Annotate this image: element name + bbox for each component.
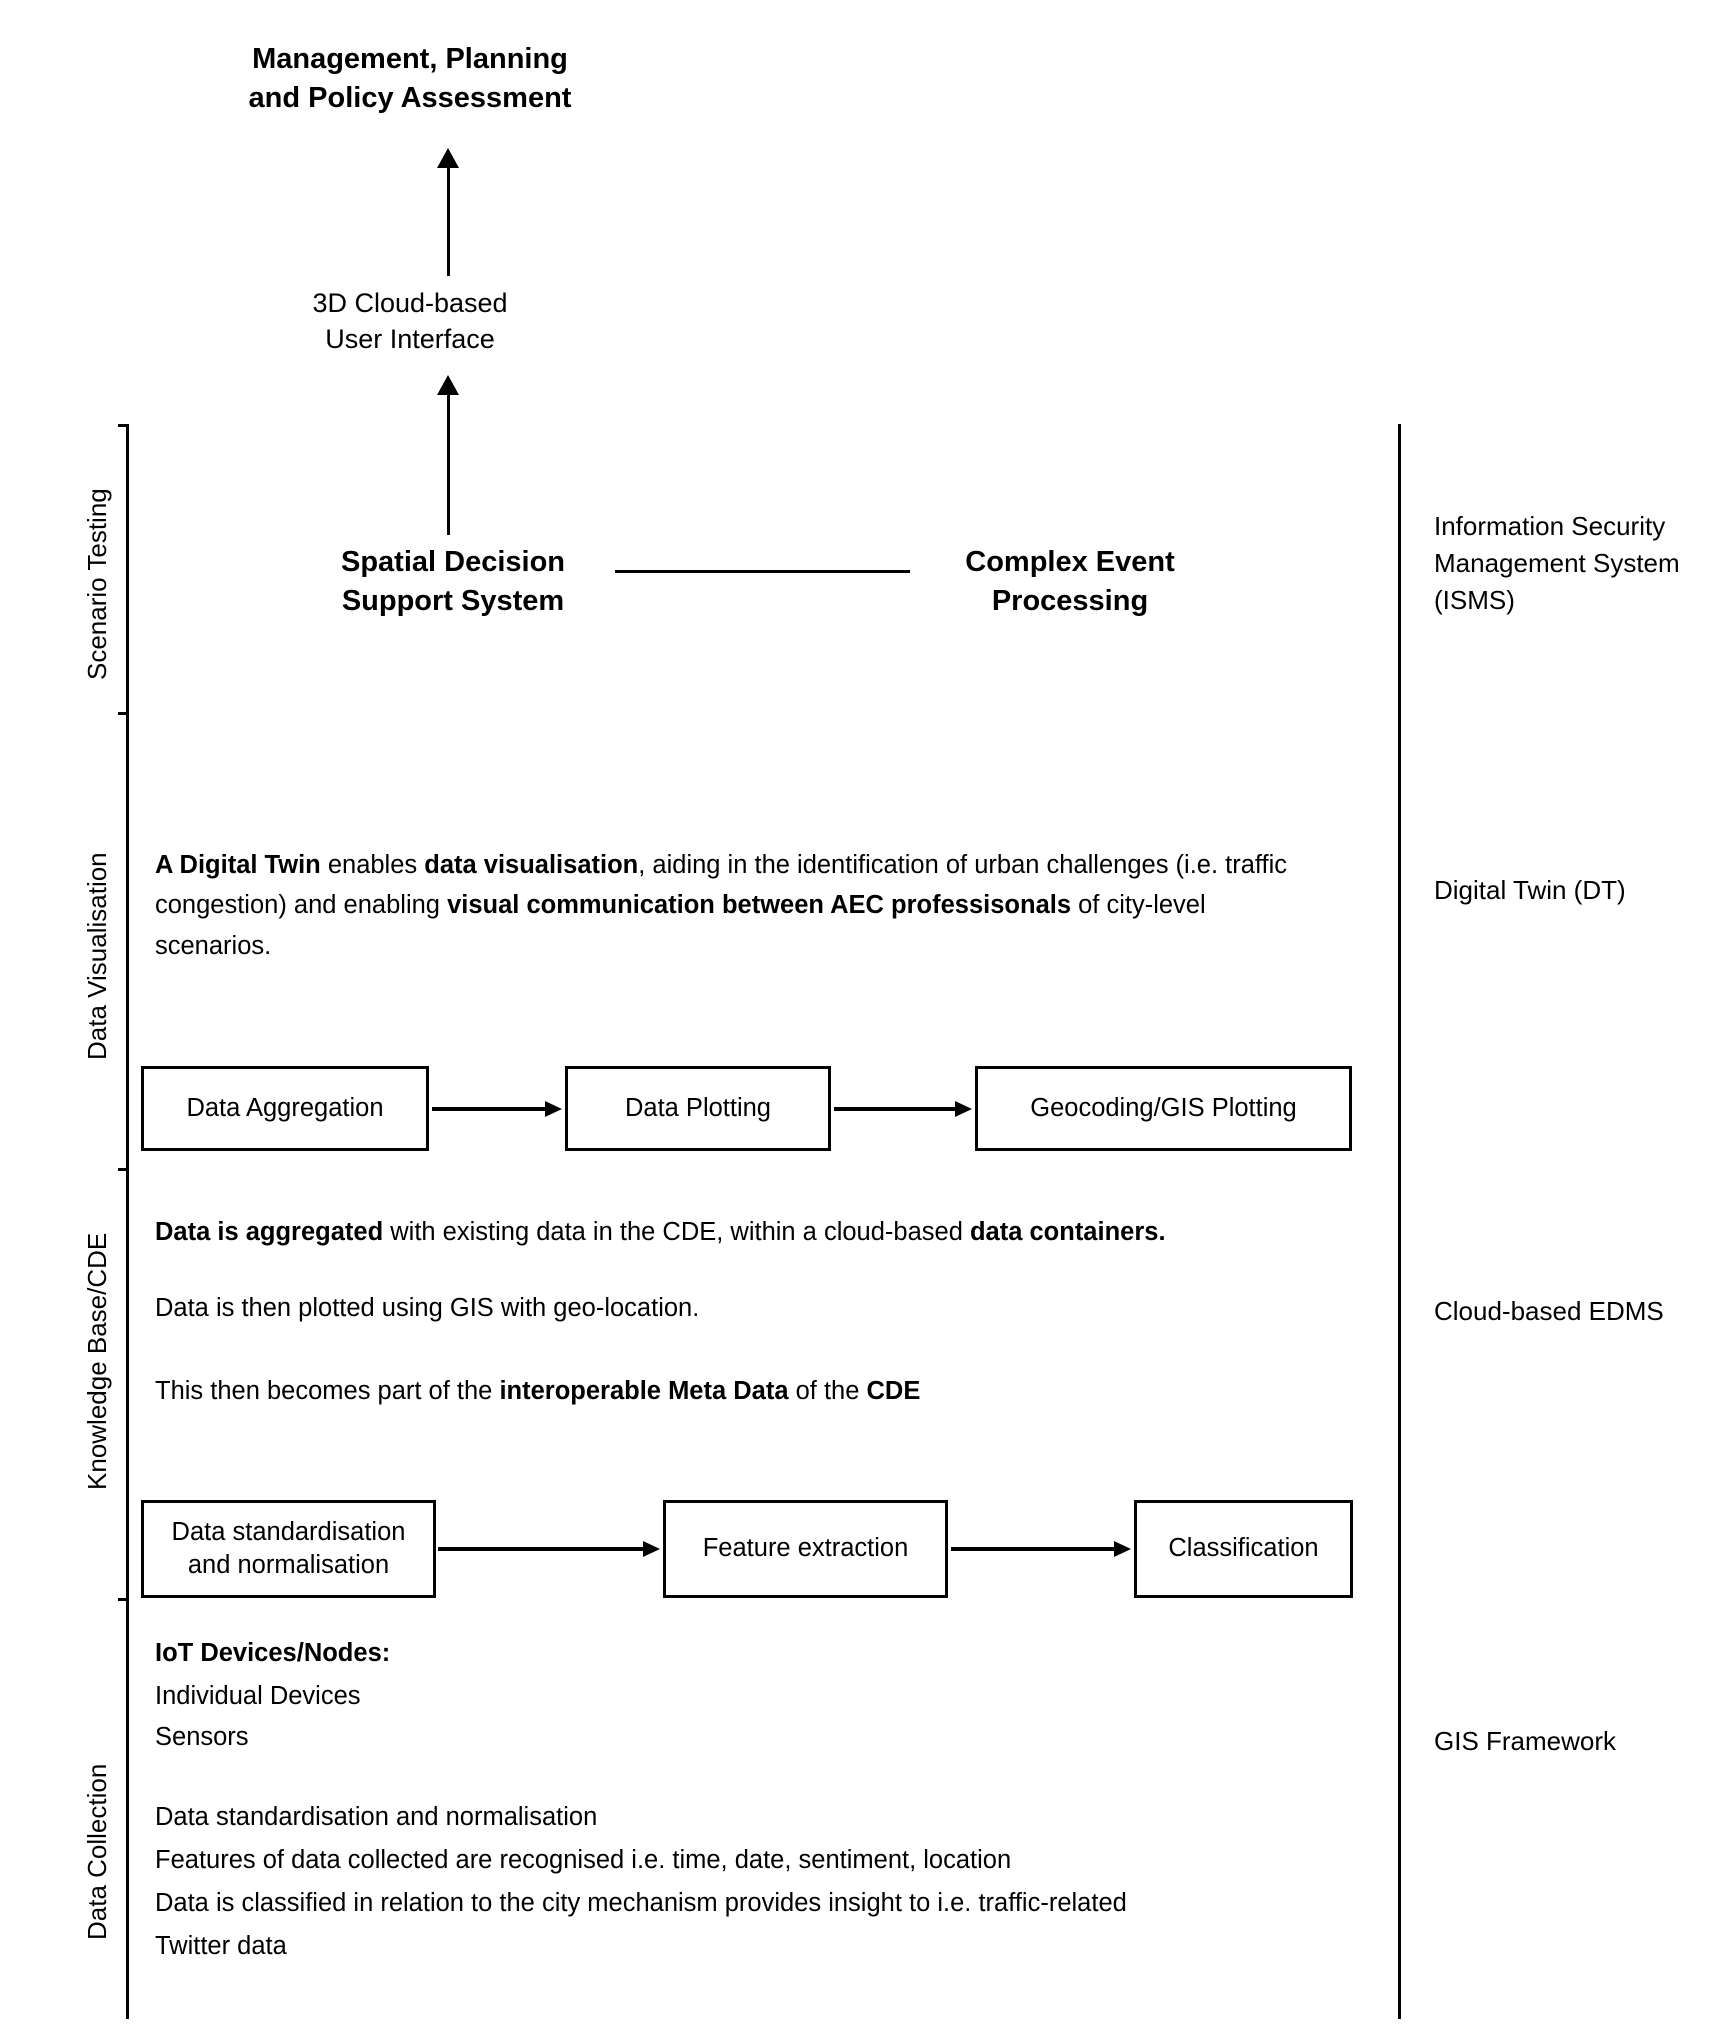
ui-layer-label-line-1: 3D Cloud-based bbox=[312, 288, 508, 318]
sidebar-item-data-visualisation: Data Visualisation bbox=[82, 852, 112, 1060]
arrow-shaft bbox=[447, 386, 450, 535]
right-label-isms-line-3: (ISMS) bbox=[1434, 584, 1515, 615]
right-label-digital-twin-line-1: Digital Twin (DT) bbox=[1434, 875, 1626, 905]
ui-layer-label-line-2: User Interface bbox=[325, 324, 495, 355]
process-box-label: Data Plotting bbox=[624, 1093, 771, 1122]
process-box-label: Classification bbox=[1168, 1534, 1319, 1563]
list-item-individual-devices: Individual Devices bbox=[155, 1682, 361, 1710]
stage-heading-cep-line-2: Processing bbox=[991, 584, 1149, 617]
page-title: Management, Planning and Policy Assessme… bbox=[200, 40, 620, 118]
paragraph-data-aggregated: Data is aggregated with existing data in… bbox=[155, 1218, 1166, 1246]
right-label-digital-twin: Digital Twin (DT) bbox=[1434, 872, 1728, 909]
arrow-head-icon bbox=[437, 375, 459, 395]
sidebar-item-knowledge-base: Knowledge Base/CDE bbox=[82, 1232, 112, 1490]
arrow-shaft bbox=[432, 1107, 551, 1111]
right-label-gis-framework: GIS Framework bbox=[1434, 1723, 1728, 1760]
connector-sdss-to-cep bbox=[615, 570, 910, 573]
arrow-plotting-to-geocoding bbox=[834, 1101, 972, 1117]
page-title-line-1: Management, Planning bbox=[252, 43, 568, 75]
arrow-feature-to-classification bbox=[951, 1541, 1131, 1557]
arrow-shaft bbox=[951, 1547, 1120, 1551]
paragraph-meta-data: This then becomes part of the interopera… bbox=[155, 1377, 921, 1405]
right-label-isms-line-1: Information Security bbox=[1434, 511, 1666, 541]
sidebar-item-data-collection: Data Collection bbox=[82, 1763, 112, 1940]
ui-layer-label: 3D Cloud-based User Interface bbox=[200, 285, 620, 358]
left-rail-notch-knowledge-base bbox=[118, 1168, 127, 1171]
process-box-data-plotting[interactable]: Data Plotting bbox=[565, 1066, 831, 1151]
stage-heading-cep: Complex Event Processing bbox=[935, 543, 1205, 620]
stage-heading-sdss: Spatial Decision Support System bbox=[318, 543, 588, 620]
right-label-gis-framework-line-1: GIS Framework bbox=[1434, 1726, 1617, 1756]
arrow-head-icon bbox=[437, 148, 459, 168]
arrow-head-icon bbox=[545, 1101, 562, 1117]
description-line-twitter: Twitter data bbox=[155, 1932, 287, 1960]
process-box-label: Data Aggregation bbox=[186, 1093, 384, 1122]
left-rail-notch-scenario-top bbox=[118, 424, 127, 427]
stage-heading-cep-line-1: Complex Event bbox=[965, 546, 1175, 578]
right-label-cloud-edms-line-1: Cloud-based EDMS bbox=[1434, 1296, 1664, 1326]
list-item-sensors: Sensors bbox=[155, 1723, 249, 1751]
paragraph-digital-twin: A Digital Twin enables data visualisatio… bbox=[155, 851, 1288, 960]
stage-heading-sdss-line-1: Spatial Decision bbox=[340, 546, 565, 578]
stage-heading-sdss-line-2: Support System bbox=[341, 584, 565, 617]
process-box-standardisation-normalisation[interactable]: Data standardisation and normalisation bbox=[141, 1500, 436, 1598]
left-rail-notch-collection bbox=[118, 1598, 127, 1601]
process-box-label-line-2: and normalisation bbox=[187, 1551, 390, 1579]
description-line-features: Features of data collected are recognise… bbox=[155, 1846, 1012, 1874]
process-box-label-line-1: Data standardisation bbox=[171, 1517, 406, 1546]
arrow-ui-to-management bbox=[437, 148, 459, 276]
arrow-head-icon bbox=[955, 1101, 972, 1117]
arrow-shaft bbox=[834, 1107, 961, 1111]
description-line-standardisation: Data standardisation and normalisation bbox=[155, 1803, 598, 1831]
process-box-classification[interactable]: Classification bbox=[1134, 1500, 1353, 1598]
process-box-data-aggregation[interactable]: Data Aggregation bbox=[141, 1066, 429, 1151]
left-rail-notch-visualisation bbox=[118, 712, 127, 715]
right-label-isms-line-2: Management System bbox=[1434, 547, 1680, 578]
description-line-classified: Data is classified in relation to the ci… bbox=[155, 1889, 1127, 1917]
heading-iot-devices: IoT Devices/Nodes: bbox=[155, 1639, 391, 1667]
arrow-standardisation-to-feature bbox=[438, 1541, 660, 1557]
process-box-feature-extraction[interactable]: Feature extraction bbox=[663, 1500, 948, 1598]
arrow-head-icon bbox=[1114, 1541, 1131, 1557]
paragraph-data-plotted: Data is then plotted using GIS with geo-… bbox=[155, 1294, 700, 1322]
process-box-label: Feature extraction bbox=[702, 1534, 909, 1563]
arrow-aggregation-to-plotting bbox=[432, 1101, 562, 1117]
right-rail bbox=[1398, 424, 1401, 2019]
arrow-shaft bbox=[438, 1547, 649, 1551]
left-rail bbox=[126, 424, 129, 2019]
sidebar-item-scenario-testing: Scenario Testing bbox=[82, 488, 112, 680]
process-box-label: Geocoding/GIS Plotting bbox=[1030, 1093, 1297, 1122]
right-label-cloud-edms: Cloud-based EDMS bbox=[1434, 1293, 1728, 1330]
arrow-head-icon bbox=[643, 1541, 660, 1557]
page-title-line-2: and Policy Assessment bbox=[248, 82, 572, 115]
arrow-shaft bbox=[447, 159, 450, 276]
right-label-isms: Information Security Management System (… bbox=[1434, 508, 1728, 619]
process-box-geocoding-gis-plotting[interactable]: Geocoding/GIS Plotting bbox=[975, 1066, 1352, 1151]
arrow-sdss-to-ui bbox=[437, 375, 459, 535]
